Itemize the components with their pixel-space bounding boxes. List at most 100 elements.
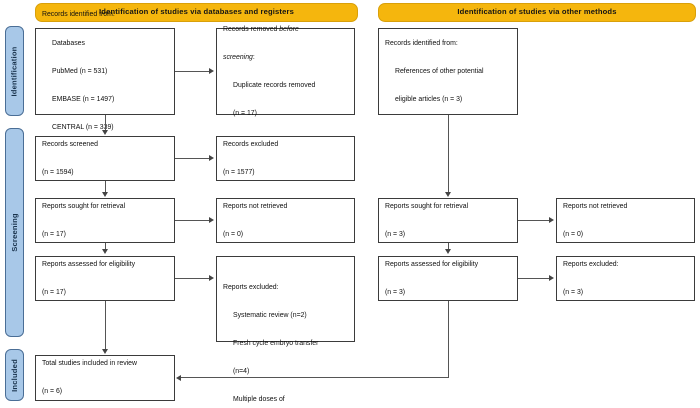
connector-identified-to-screened: [104, 115, 106, 130]
box-records-removed-text: Records removed before screening: Duplic…: [217, 6, 354, 137]
box-records-screened-text: Records screened (n = 1594): [36, 121, 174, 196]
reports-not-retrieved-right-line1: Reports not retrieved: [563, 202, 628, 210]
box-records-identified-databases: Records identified from: Databases PubMe…: [35, 11, 175, 131]
records-identified-right-line3: eligible articles (n = 3): [395, 95, 463, 103]
records-excluded-line2: (n = 1577): [223, 168, 255, 176]
records-identified-right-line1: Records identified from:: [385, 39, 458, 47]
header-label-databases-registers: Identification of studies via databases …: [99, 7, 294, 17]
box-records-identified-other-methods-text: Records identified from: References of o…: [379, 20, 517, 123]
connector-identified-right-to-sought: [447, 115, 449, 192]
arrowhead-identified-to-screened: [101, 130, 108, 135]
box-reports-sought-right: Reports sought for retrieval (n = 3): [378, 198, 518, 243]
stage-label-identification: Identification: [5, 26, 24, 116]
reports-excluded-right-line1: Reports excluded:: [563, 260, 619, 268]
records-removed-line1b: before: [279, 25, 299, 33]
reports-not-retrieved-right-line2: (n = 0): [563, 230, 584, 238]
stage-label-included-text: Included: [10, 358, 20, 392]
connector-identified-to-removed: [175, 71, 209, 73]
box-reports-assessed-left: Reports assessed for eligibility (n = 17…: [35, 256, 175, 301]
box-records-identified-databases-text: Records identified from: Databases PubMe…: [36, 0, 174, 151]
records-identified-line5: CENTRAL (n = 339): [52, 124, 114, 132]
reports-excluded-right-line2: (n = 3): [563, 288, 584, 296]
records-screened-line1: Records screened: [42, 140, 98, 148]
box-records-excluded-text: Records excluded (n = 1577): [217, 121, 354, 196]
header-label-other-methods: Identification of studies via other meth…: [457, 7, 617, 17]
arrowhead-identified-right-to-sought: [444, 192, 451, 197]
box-reports-assessed-right-text: Reports assessed for eligibility (n = 3): [379, 241, 517, 316]
arrowhead-sought-to-assessed-right: [444, 249, 451, 254]
box-records-excluded: Records excluded (n = 1577): [216, 136, 355, 181]
records-identified-line1: Records identified from:: [42, 11, 115, 19]
box-records-removed-before-screening: Records removed before screening: Duplic…: [216, 26, 355, 117]
box-reports-assessed-right: Reports assessed for eligibility (n = 3): [378, 256, 518, 301]
reports-not-retrieved-left-line1: Reports not retrieved: [223, 202, 288, 210]
reports-assessed-left-line2: (n = 17): [42, 288, 66, 296]
records-removed-line2b: :: [252, 53, 255, 61]
total-studies-line2: (n = 6): [42, 388, 63, 396]
reports-excluded-detail-line5: Multiple doses of: [233, 396, 285, 404]
records-removed-line1a: Records removed: [223, 25, 280, 33]
box-reports-assessed-left-text: Reports assessed for eligibility (n = 17…: [36, 241, 174, 316]
reports-sought-right-line2: (n = 3): [385, 230, 406, 238]
reports-sought-left-line1: Reports sought for retrieval: [42, 202, 126, 210]
box-reports-excluded-right: Reports excluded: (n = 3): [556, 256, 695, 301]
connector-sought-to-not-retrieved-left: [175, 220, 209, 222]
box-total-studies-included-text: Total studies included in review (n = 6): [36, 340, 174, 408]
arrowhead-assessed-to-excluded-right: [549, 275, 554, 281]
box-reports-sought-left-text: Reports sought for retrieval (n = 17): [36, 183, 174, 258]
box-total-studies-included: Total studies included in review (n = 6): [35, 355, 175, 401]
box-reports-not-retrieved-left-text: Reports not retrieved (n = 0): [217, 183, 354, 258]
reports-sought-left-line2: (n = 17): [42, 230, 66, 238]
records-identified-line4: EMBASE (n = 1497): [52, 95, 115, 103]
arrowhead-assessed-to-included: [101, 349, 108, 354]
box-reports-not-retrieved-right-text: Reports not retrieved (n = 0): [557, 183, 694, 258]
records-removed-line3: Duplicate records removed: [233, 81, 316, 89]
connector-assessed-to-excluded-right: [518, 278, 549, 280]
reports-assessed-left-line1: Reports assessed for eligibility: [42, 260, 136, 268]
stage-label-identification-text: Identification: [10, 45, 19, 97]
header-bar-databases-registers: Identification of studies via databases …: [35, 3, 358, 22]
records-identified-line3: PubMed (n = 531): [52, 67, 108, 75]
box-records-screened: Records screened (n = 1594): [35, 136, 175, 181]
records-excluded-line1: Records excluded: [223, 140, 279, 148]
box-reports-excluded-detail-left-text: Reports excluded: Systematic review (n=2…: [217, 257, 354, 408]
connector-right-assessed-down: [447, 301, 449, 378]
reports-assessed-right-line2: (n = 3): [385, 288, 406, 296]
stage-label-screening-text: Screening: [10, 213, 20, 252]
reports-not-retrieved-left-line2: (n = 0): [223, 230, 244, 238]
arrowhead-right-into-included: [176, 374, 181, 381]
header-bar-other-methods: Identification of studies via other meth…: [378, 3, 696, 22]
box-reports-not-retrieved-left: Reports not retrieved (n = 0): [216, 198, 355, 243]
records-removed-line4: (n = 17): [233, 110, 257, 118]
box-reports-excluded-detail-left: Reports excluded: Systematic review (n=2…: [216, 256, 355, 403]
box-reports-not-retrieved-right: Reports not retrieved (n = 0): [556, 198, 695, 243]
records-screened-line2: (n = 1594): [42, 168, 74, 176]
connector-assessed-to-included: [104, 301, 106, 349]
connector-assessed-to-excluded-left: [175, 278, 209, 280]
arrowhead-screened-to-excluded: [209, 155, 214, 161]
arrowhead-sought-to-assessed-left: [101, 249, 108, 254]
records-removed-line2a: screening: [223, 53, 253, 61]
arrowhead-sought-to-not-retrieved-left: [209, 217, 214, 223]
reports-excluded-detail-line4: (n=4): [233, 368, 250, 376]
records-identified-line2: Databases: [52, 39, 85, 47]
records-removed-line2: screening:: [223, 53, 348, 62]
connector-screened-to-excluded: [175, 158, 209, 160]
box-reports-sought-right-text: Reports sought for retrieval (n = 3): [379, 183, 517, 258]
connector-right-assessed-into-included: [181, 377, 448, 379]
stage-label-screening: Screening: [5, 128, 24, 337]
box-records-identified-other-methods: Records identified from: References of o…: [378, 28, 518, 115]
reports-excluded-detail-line2: Systematic review (n=2): [233, 311, 307, 319]
stage-label-included: Included: [5, 349, 24, 401]
reports-assessed-right-line1: Reports assessed for eligibility: [385, 260, 479, 268]
box-reports-sought-left: Reports sought for retrieval (n = 17): [35, 198, 175, 243]
arrowhead-sought-to-not-retrieved-right: [549, 217, 554, 223]
box-reports-excluded-right-text: Reports excluded: (n = 3): [557, 241, 694, 316]
records-identified-right-line2: References of other potential: [395, 67, 484, 75]
arrowhead-assessed-to-excluded-left: [209, 275, 214, 281]
connector-sought-to-assessed-left: [104, 243, 106, 249]
records-removed-line1: Records removed before: [223, 25, 348, 34]
reports-excluded-detail-line1: Reports excluded:: [223, 283, 279, 291]
connector-screened-to-sought: [104, 181, 106, 192]
